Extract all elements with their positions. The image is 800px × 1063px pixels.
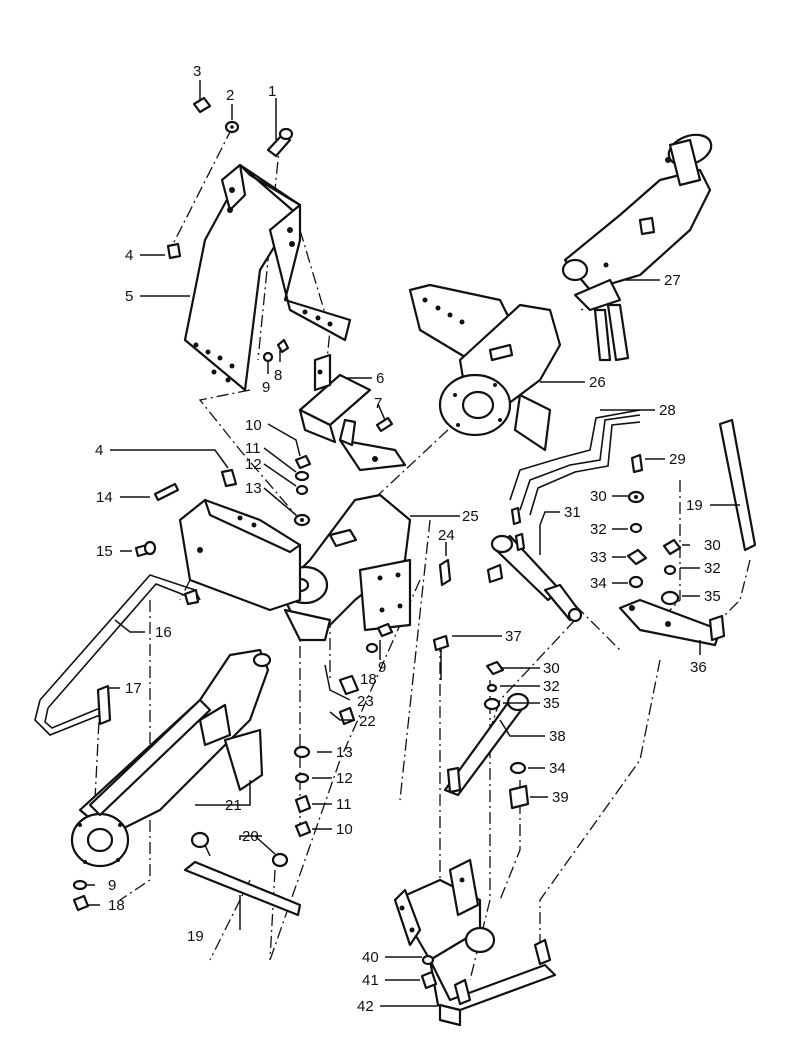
- callout-9c: 9: [108, 877, 116, 894]
- part-27-housing: [561, 133, 713, 362]
- part-26-housing: [408, 283, 562, 452]
- callout-41: 41: [362, 972, 379, 989]
- callout-15: 15: [96, 543, 113, 560]
- callout-12: 12: [245, 456, 262, 473]
- callout-14: 14: [96, 489, 113, 506]
- bottom-frame: [393, 858, 557, 1027]
- callout-3: 3: [193, 63, 201, 80]
- callout-35b: 35: [543, 695, 560, 712]
- callout-6: 6: [376, 370, 384, 387]
- right-hardware: [618, 418, 757, 647]
- callout-5: 5: [125, 288, 133, 305]
- callout-10b: 10: [336, 821, 353, 838]
- center-hardware: [293, 454, 452, 838]
- leader-lines: [85, 80, 740, 1007]
- callout-4b: 4: [95, 442, 103, 459]
- callout-22: 22: [359, 713, 376, 730]
- callout-28: 28: [659, 402, 676, 419]
- callout-40: 40: [362, 949, 379, 966]
- callout-42: 42: [357, 998, 374, 1015]
- callout-32: 32: [590, 521, 607, 538]
- callout-18: 18: [360, 671, 377, 688]
- callout-20: 20: [242, 828, 259, 845]
- callout-34: 34: [590, 575, 607, 592]
- callout-18b: 18: [108, 897, 125, 914]
- callout-12b: 12: [336, 770, 353, 787]
- callout-31: 31: [564, 504, 581, 521]
- callout-23: 23: [357, 693, 374, 710]
- callout-11: 11: [245, 440, 261, 457]
- part-6-bracket: [262, 338, 407, 472]
- callout-1: 1: [268, 83, 276, 100]
- callout-7: 7: [374, 395, 382, 412]
- lower-link-19: [183, 831, 302, 917]
- link-38: [443, 660, 530, 810]
- left-gearbox: [34, 574, 272, 912]
- callout-30: 30: [590, 488, 607, 505]
- callout-17: 17: [125, 680, 142, 697]
- callout-27: 27: [664, 272, 681, 289]
- callout-29: 29: [669, 451, 686, 468]
- callout-9b: 9: [378, 659, 386, 676]
- callout-9: 9: [262, 379, 270, 396]
- center-housing: [278, 493, 412, 642]
- callout-32b: 32: [704, 560, 721, 577]
- callout-38: 38: [549, 728, 566, 745]
- callout-labels: 1 2 3 4 4 5 6 7 8 9 9 9 10 10 11 11 12 1…: [95, 63, 721, 1015]
- callout-37: 37: [505, 628, 522, 645]
- callout-32c: 32: [543, 678, 560, 695]
- callout-36: 36: [690, 659, 707, 676]
- callout-33: 33: [590, 549, 607, 566]
- callout-8: 8: [274, 367, 282, 384]
- top-bracket: [166, 96, 352, 392]
- callout-2: 2: [226, 87, 234, 104]
- callout-11b: 11: [336, 796, 352, 813]
- callout-39: 39: [552, 789, 569, 806]
- callout-21: 21: [225, 797, 242, 814]
- callout-19: 19: [187, 928, 204, 945]
- callout-30c: 30: [543, 660, 560, 677]
- callout-30b: 30: [704, 537, 721, 554]
- callout-34b: 34: [549, 760, 566, 777]
- callout-13: 13: [245, 480, 262, 497]
- callout-4: 4: [125, 247, 133, 264]
- callout-35: 35: [704, 588, 721, 605]
- callout-19b: 19: [686, 497, 703, 514]
- callout-24: 24: [438, 527, 455, 544]
- hydraulic-cylinder: [486, 409, 641, 623]
- callout-13b: 13: [336, 744, 353, 761]
- callout-10: 10: [245, 417, 262, 434]
- left-frame: [134, 468, 302, 612]
- callout-25: 25: [462, 508, 479, 525]
- callout-26: 26: [589, 374, 606, 391]
- callout-16: 16: [155, 624, 172, 641]
